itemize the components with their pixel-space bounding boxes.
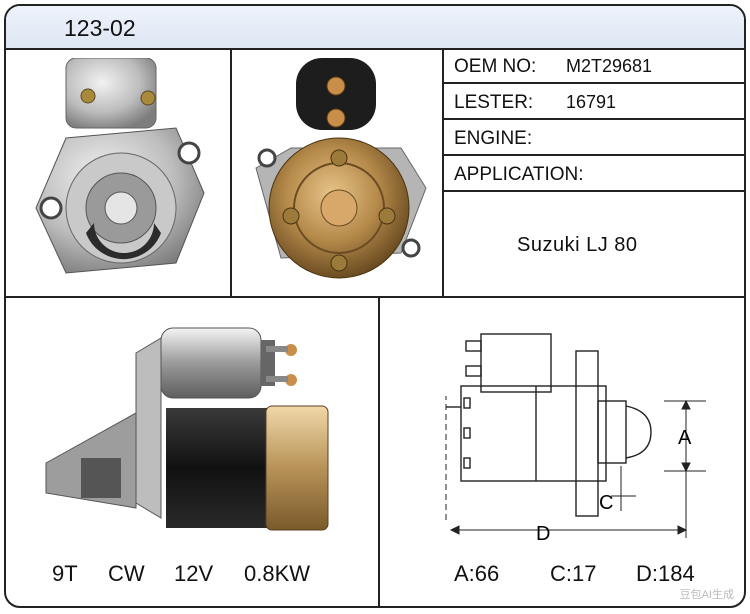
product-card: 123-02 OEM NO: M2T29681 LESTER: 16791 EN…: [4, 4, 746, 608]
spec-voltage: 12V: [174, 561, 214, 586]
dim-d-value: D:184: [636, 561, 695, 586]
oem-label: OEM NO:: [454, 56, 537, 77]
application-row: APPLICATION:: [446, 156, 744, 192]
label-a: A: [678, 427, 692, 449]
divider: [442, 154, 744, 156]
oem-row: OEM NO: M2T29681: [446, 48, 744, 84]
divider: [442, 190, 744, 192]
lester-value: 16791: [566, 92, 617, 112]
part-number: 123-02: [64, 15, 136, 41]
starter-front-housing-image: [35, 58, 205, 274]
spec-power: 0.8KW: [244, 561, 311, 586]
spec-rotation: CW: [108, 561, 145, 586]
label-c: C: [599, 492, 613, 514]
divider: [378, 296, 380, 606]
lester-row: LESTER: 16791: [446, 84, 744, 120]
engine-label: ENGINE:: [454, 128, 533, 149]
dimension-diagram: A C D: [445, 333, 706, 545]
starter-side-view-image: [45, 327, 329, 531]
divider: [442, 118, 744, 120]
divider: [6, 296, 744, 298]
label-d: D: [536, 523, 550, 545]
divider: [442, 82, 744, 84]
spec-teeth: 9T: [52, 561, 78, 586]
dim-c-value: C:17: [550, 561, 597, 586]
starter-rear-cap-image: [255, 58, 427, 279]
application-label: APPLICATION:: [454, 164, 584, 185]
lester-label: LESTER:: [454, 92, 534, 113]
engine-row: ENGINE:: [446, 120, 744, 156]
divider: [442, 48, 444, 296]
header-bar: 123-02: [6, 6, 744, 50]
watermark: 豆包AI生成: [679, 589, 734, 601]
oem-value: M2T29681: [566, 56, 653, 76]
dim-a-value: A:66: [454, 561, 500, 586]
divider: [230, 48, 232, 296]
application-value: Suzuki LJ 80: [517, 234, 638, 256]
